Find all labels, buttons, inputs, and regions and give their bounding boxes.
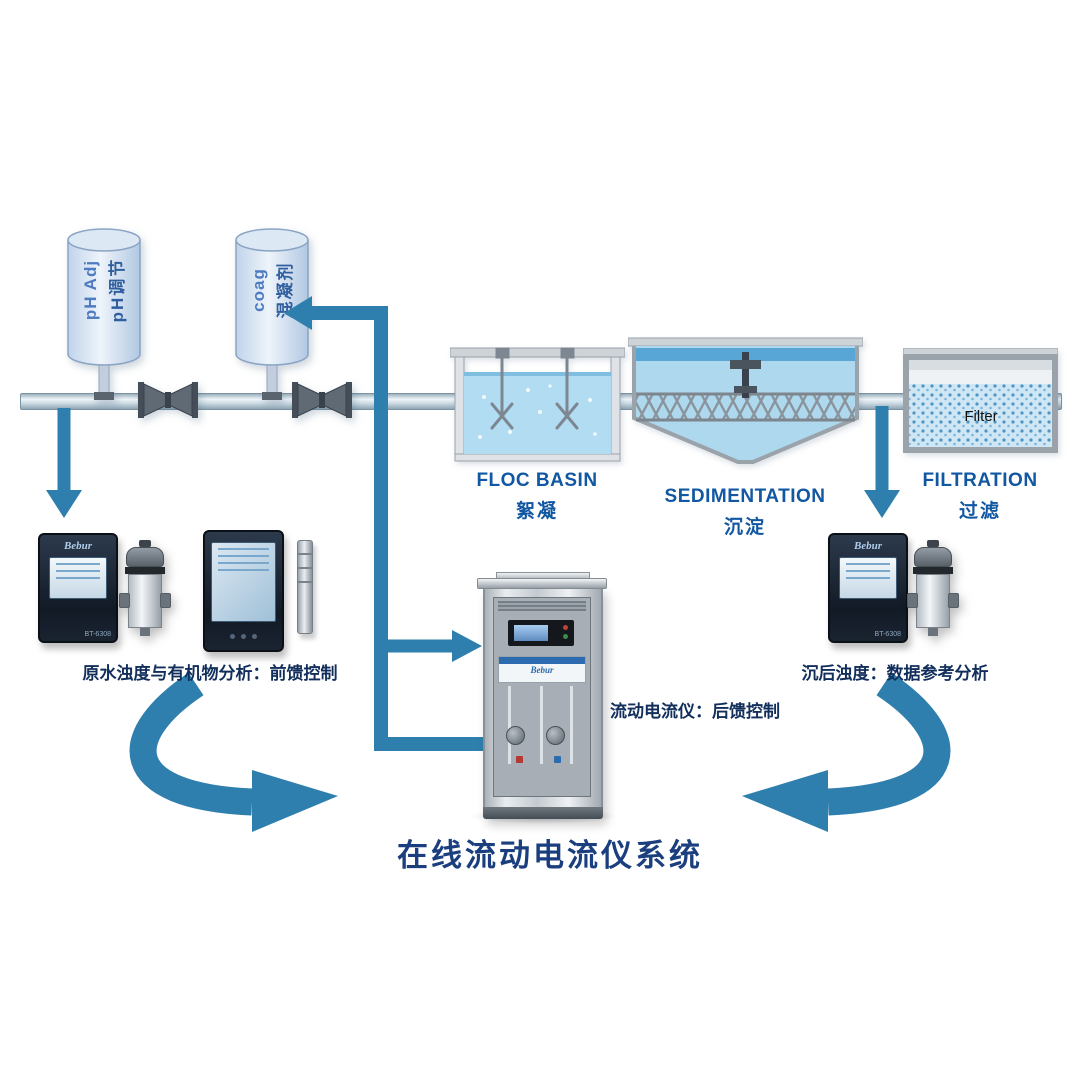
brand-logo: Bebur xyxy=(63,540,93,552)
stage-label-floc: FLOC BASIN 絮凝 xyxy=(437,470,637,523)
controller-screen xyxy=(49,557,107,599)
analyzer-cabinet: Bebur xyxy=(477,572,607,819)
flow-sensor-left xyxy=(119,540,171,638)
analyzer-buttons xyxy=(205,626,282,644)
stage-filt-en: FILTRATION xyxy=(922,470,1038,491)
cabinet-panel: Bebur xyxy=(493,597,591,797)
sensor-collar xyxy=(913,567,953,574)
mixer-icon xyxy=(490,347,579,430)
tubing-icon xyxy=(570,686,573,764)
led-green-icon xyxy=(563,634,568,639)
floc-basin-illustration xyxy=(450,347,625,462)
sensor-tip xyxy=(928,628,938,636)
ph-tank-label-en: pH Adj xyxy=(80,259,100,321)
caption-feedforward: 原水浊度与有机物分析：前馈控制 xyxy=(82,664,338,683)
sensor-cap xyxy=(914,547,952,567)
brand-logo: Bebur xyxy=(853,540,883,552)
tubing-icon xyxy=(540,686,543,764)
cabinet-screen xyxy=(508,620,574,646)
vent-grille-icon xyxy=(498,601,586,611)
arrowhead-cabinet xyxy=(452,630,482,662)
stage-sed-en: SEDIMENTATION xyxy=(664,486,826,507)
fitting-red-icon xyxy=(516,756,523,763)
cabinet-crown xyxy=(477,578,607,589)
scraper-drive-icon xyxy=(730,352,761,398)
cabinet-analyzer-module: Bebur xyxy=(498,656,586,683)
sensor-collar xyxy=(125,567,165,574)
sensor-nut xyxy=(139,540,151,547)
stage-label-sed: SEDIMENTATION 沉淀 xyxy=(645,486,845,539)
analyzer-screen xyxy=(211,542,276,622)
pump-icon xyxy=(506,726,525,745)
coagulant-tank xyxy=(235,228,309,400)
filtration-illustration: Filter xyxy=(903,348,1058,453)
led-red-icon xyxy=(563,625,568,630)
cabinet-base xyxy=(483,807,603,819)
model-label: BT-6308 xyxy=(874,631,901,638)
valve-icon xyxy=(138,382,198,418)
sensor-body xyxy=(907,574,959,628)
sensor-body xyxy=(119,574,171,628)
arrowhead-swoosh-right xyxy=(742,770,828,832)
tubing-icon xyxy=(508,686,511,764)
sensor-nut xyxy=(927,540,939,547)
swoosh-left xyxy=(129,672,253,816)
cabinet-display xyxy=(514,625,548,641)
ph-tank xyxy=(67,228,141,400)
arrowhead-down-left xyxy=(46,490,82,518)
organics-analyzer-left xyxy=(203,530,284,652)
ph-tank-label-zh: pH调节 xyxy=(107,257,127,323)
stage-floc-en: FLOC BASIN xyxy=(476,470,598,491)
arrowhead-swoosh-left xyxy=(252,770,338,832)
coagulant-tank-label: coag 混凝剂 xyxy=(222,230,322,350)
fitting-blue-icon xyxy=(554,756,561,763)
swoosh-right xyxy=(827,672,951,816)
brand-logo: Bebur xyxy=(530,665,554,675)
coagulant-tank-label-zh: 混凝剂 xyxy=(275,261,295,319)
filter-media-label: Filter xyxy=(964,408,997,425)
stage-filt-zh: 过滤 xyxy=(958,501,1001,522)
module-stripe xyxy=(499,657,585,664)
diagram-title: 在线流动电流仪系统 xyxy=(397,838,703,873)
stage-label-filt: FILTRATION 过滤 xyxy=(880,470,1080,523)
turbidity-controller-right: Bebur BT-6308 xyxy=(828,533,908,643)
stage-floc-zh: 絮凝 xyxy=(515,501,558,522)
sensor-tip xyxy=(140,628,150,636)
flow-sensor-right xyxy=(907,540,959,638)
sensor-cap xyxy=(126,547,164,567)
model-label: BT-6308 xyxy=(84,631,111,638)
ph-tank-label: pH Adj pH调节 xyxy=(54,230,154,350)
caption-feedback: 流动电流仪：后馈控制 xyxy=(610,702,780,721)
sedimentation-illustration xyxy=(628,337,863,464)
stage-sed-zh: 沉淀 xyxy=(723,517,766,538)
controller-screen xyxy=(839,557,897,599)
pump-icon xyxy=(546,726,565,745)
coagulant-tank-label-en: coag xyxy=(248,268,268,312)
turbidity-controller-left: Bebur BT-6308 xyxy=(38,533,118,643)
probe-left xyxy=(297,540,313,634)
caption-reference: 沉后浊度：数据参考分析 xyxy=(801,664,989,683)
